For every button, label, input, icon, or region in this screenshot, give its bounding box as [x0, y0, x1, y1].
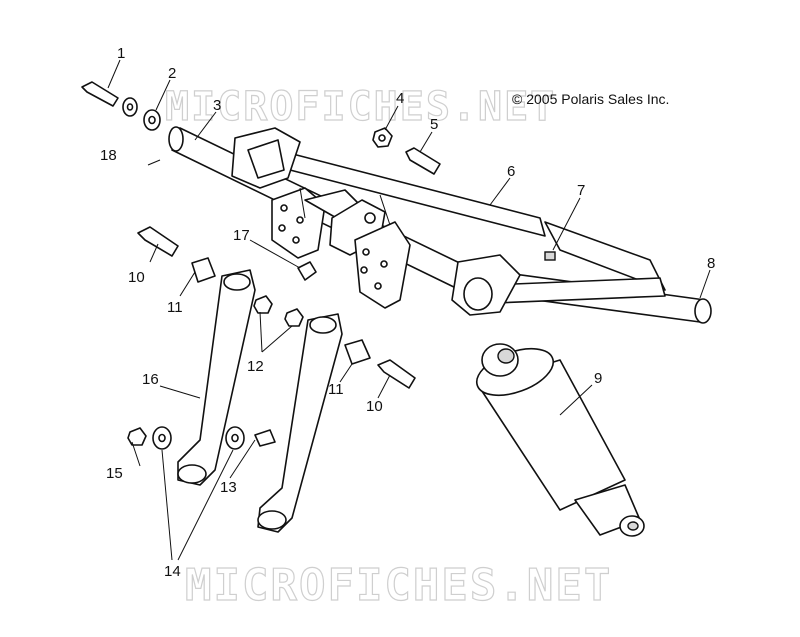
washer-2	[143, 109, 161, 131]
callout-3: 3	[213, 97, 221, 114]
watermark-bottom: MICROFICHES.NET	[185, 560, 612, 611]
bushing-11-left	[191, 257, 216, 283]
copyright-text: © 2005 Polaris Sales Inc.	[512, 91, 669, 107]
washer-14-left	[152, 426, 172, 450]
callout-18: 18	[100, 147, 117, 164]
callout-4: 4	[396, 90, 404, 107]
callout-11-left: 11	[167, 299, 183, 316]
bolt-5	[405, 147, 441, 175]
callout-10-right: 10	[366, 398, 383, 415]
pin-13	[254, 429, 276, 447]
grease-zerk-arm	[544, 251, 556, 261]
link-bar-right	[257, 313, 343, 533]
nut-12-b	[284, 308, 304, 327]
bolt-10-right	[377, 359, 416, 389]
nut-4	[372, 127, 393, 148]
link-bar-left	[177, 269, 256, 486]
grease-fitting-17	[297, 261, 317, 281]
callout-5: 5	[430, 116, 438, 133]
callout-1: 1	[117, 45, 125, 62]
watermark-top: MICROFICHES.NET	[165, 84, 556, 130]
callout-12: 12	[247, 358, 264, 375]
left-tube-bracket	[231, 127, 301, 189]
nut-15	[127, 427, 147, 446]
right-tube-bracket	[451, 254, 521, 316]
callout-9: 9	[594, 370, 602, 387]
callout-labels: 1 2 3 4 5 6 7 8 9 10 10 11 11 12 13 14 1…	[100, 45, 715, 580]
washer-14-right	[225, 426, 245, 450]
callout-13: 13	[220, 479, 237, 496]
callout-8: 8	[707, 255, 715, 272]
callout-2: 2	[168, 65, 176, 82]
callout-6: 6	[507, 163, 515, 180]
callout-15: 15	[106, 465, 123, 482]
washer-18	[122, 97, 138, 117]
callout-7: 7	[577, 182, 585, 199]
callout-11-right: 11	[328, 381, 344, 398]
callout-17: 17	[233, 227, 250, 244]
nut-12-a	[253, 295, 273, 314]
shock-absorber	[475, 343, 645, 537]
callout-14: 14	[164, 563, 181, 580]
bolt-10-left	[137, 226, 179, 257]
front-arm	[284, 151, 666, 304]
plate-bracket-right	[354, 221, 411, 309]
bushing-11-right	[344, 339, 371, 365]
leader-lines	[107, 59, 711, 561]
callout-16: 16	[142, 371, 159, 388]
plate-bracket-left	[271, 187, 366, 259]
bolt-1	[81, 81, 119, 107]
callout-10-left: 10	[128, 269, 145, 286]
